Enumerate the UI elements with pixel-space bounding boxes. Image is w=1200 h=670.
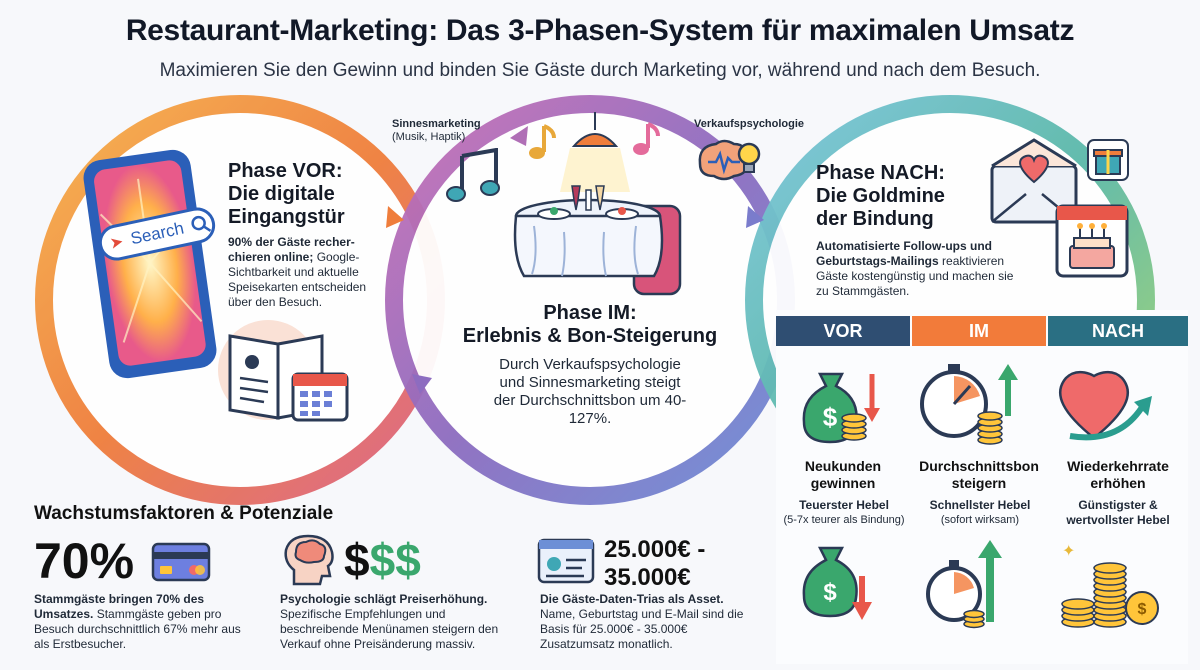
phase-nach-title-line-2: Die Goldmine xyxy=(816,185,945,207)
envelope-heart-icon xyxy=(990,138,1078,224)
stat-3-value-line-2: 35.000€ xyxy=(604,564,691,591)
svg-text:✦: ✦ xyxy=(1062,541,1075,560)
search-icon xyxy=(191,215,212,232)
phase-im-body: Durch Verkaufspsychologie und Sinnesmark… xyxy=(493,356,687,427)
tag-sinnesmarketing-sub: (Musik, Haptik) xyxy=(392,131,466,143)
money-bag-down-icon: $ xyxy=(802,546,872,620)
phase-vor-block: Phase VOR: Die digitale Eingangstür 90% … xyxy=(228,160,398,310)
phase-vor-title-line-2: Die digitale xyxy=(228,183,335,205)
lightbulb-icon xyxy=(737,142,761,173)
column-label-im: Durchschnittsbon steigern xyxy=(919,458,1039,491)
compass-icon: ➤ xyxy=(108,233,126,253)
phase-vor-body: 90% der Gäste recher-chieren online; Goo… xyxy=(228,235,388,310)
page-title: Restaurant-Marketing: Das 3-Phasen-Syste… xyxy=(125,14,1075,47)
svg-text:$: $ xyxy=(823,579,837,606)
stopwatch-up-icon xyxy=(926,540,1002,629)
phase-vor-body-rest: Google-Sichtbarkeit und aktuelle Speisek… xyxy=(228,250,367,309)
column-head-vor: VOR xyxy=(776,316,910,346)
credit-card-icon xyxy=(151,542,211,582)
brain-head-icon xyxy=(284,534,334,586)
stat-1-text: Stammgäste bringen 70% des Umsatzes. Sta… xyxy=(34,592,244,652)
dollar-glyph: $ xyxy=(344,534,370,586)
phase-im-title: Phase IM: Erlebnis & Bon-Steigerung xyxy=(450,302,730,348)
page-subtitle: Maximieren Sie den Gewinn und binden Sie… xyxy=(159,60,1041,81)
phase-nach-block: Phase NACH: Die Goldmine der Bindung Aut… xyxy=(816,162,1046,299)
growth-title: Wachstumsfaktoren & Potenziale xyxy=(34,503,334,524)
column-sub-vor: Teuerster Hebel (5-7x teurer als Bindung… xyxy=(776,498,912,528)
stat-1-value: 70% xyxy=(34,533,135,589)
search-bar: ➤ Search xyxy=(95,204,219,264)
tag-verkaufspsychologie: Verkaufspsychologie xyxy=(694,118,834,131)
money-bag-icon: $ xyxy=(802,372,880,444)
phase-im-title-line-2: Erlebnis & Bon-Steigerung xyxy=(462,325,718,347)
stopwatch-icon xyxy=(920,364,1018,445)
phase-vor-title-line-3: Eingangstür xyxy=(228,206,345,228)
dollar-glyph: $ xyxy=(369,534,396,586)
stat-3-bold: Die Gäste-Daten-Trias als Asset. xyxy=(540,592,724,606)
stat-2-value-text: $$$ xyxy=(344,534,421,586)
heart-arrow-icon xyxy=(1058,370,1152,441)
column-label-nach: Wiederkehrrate erhöhen xyxy=(1067,458,1169,491)
stat-1-rest: Stammgäste geben pro Besuch durchschnitt… xyxy=(34,607,241,651)
phase-nach-body-rest: reaktivieren Gäste kostengünstig und mac… xyxy=(816,254,1014,298)
lamp-icon xyxy=(560,112,630,192)
stat-3-text: Die Gäste-Daten-Trias als Asset. Name, G… xyxy=(540,592,754,652)
column-hebel-im: Schnellster Hebel xyxy=(929,498,1031,512)
birthday-cake-icon xyxy=(1055,204,1129,278)
stat-3-value-line-1: 25.000€ - xyxy=(604,536,706,563)
smartphone-icon xyxy=(83,149,217,379)
stat-2-text: Psychologie schlägt Preiserhöhung. Spezi… xyxy=(280,592,520,652)
column-head-nach: NACH xyxy=(1048,316,1188,346)
stat-2-rest: Spezifische Empfehlungen und beschreiben… xyxy=(280,607,499,651)
column-sub-nach: Günstigster & wertvollster Hebel xyxy=(1060,498,1176,528)
phase-nach-title-line-3: der Bindung xyxy=(816,208,934,230)
gift-icon xyxy=(1087,139,1129,181)
column-hebel-vor: Teuerster Hebel xyxy=(799,498,889,512)
music-note-icon xyxy=(446,148,500,202)
search-label: Search xyxy=(128,218,186,249)
phase-vor-title-line-1: Phase VOR: xyxy=(228,160,343,182)
stat-2-bold: Psychologie schlägt Preiserhöhung. xyxy=(280,592,488,606)
phase-nach-title-line-1: Phase NACH: xyxy=(816,162,945,184)
phase-nach-body-bold: Automatisierte Follow-ups und Geburtstag… xyxy=(816,239,992,268)
column-label-vor: Neukunden gewinnen xyxy=(804,458,882,491)
svg-text:$: $ xyxy=(823,402,838,432)
stat-3-rest: Name, Geburtstag und E-Mail sind die Bas… xyxy=(540,607,744,651)
stat-2-value: $$$ xyxy=(344,534,421,586)
dollar-glyph: $ xyxy=(395,534,421,586)
tag-verkaufspsychologie-title: Verkaufspsychologie xyxy=(694,118,805,130)
tag-sinnesmarketing-title: Sinnesmarketing xyxy=(392,118,481,130)
phase-im-title-line-1: Phase IM: xyxy=(543,302,637,324)
phase-vor-title: Phase VOR: Die digitale Eingangstür xyxy=(228,160,398,229)
music-note-small-icon xyxy=(529,124,556,159)
column-detail-vor: (5-7x teurer als Bindung) xyxy=(783,514,905,526)
dining-table-icon xyxy=(513,185,682,296)
stat-1-bold: Stammgäste bringen 70% des Umsatzes. xyxy=(34,592,205,621)
phase-im-block: Phase IM: Erlebnis & Bon-Steigerung Durc… xyxy=(450,302,730,428)
calendar-icon xyxy=(291,372,349,422)
phase-vor-body-bold: 90% der Gäste recher-chieren online; xyxy=(228,235,355,264)
stat-3-value: 25.000€ - 35.000€ xyxy=(604,536,705,592)
phase-nach-title: Phase NACH: Die Goldmine der Bindung xyxy=(816,162,1046,231)
column-sub-im: Schnellster Hebel (sofort wirksam) xyxy=(912,498,1048,528)
id-card-icon xyxy=(537,538,595,584)
coin-stack-icon: $ ✦ xyxy=(1061,541,1159,628)
column-head-im: IM xyxy=(912,316,1046,346)
phase-nach-body: Automatisierte Follow-ups und Geburtstag… xyxy=(816,239,1026,299)
svg-text:$: $ xyxy=(1138,601,1147,618)
column-hebel-nach: Günstigster & wertvollster Hebel xyxy=(1066,498,1170,527)
music-note-pink-icon xyxy=(633,122,660,155)
tag-sinnesmarketing: Sinnesmarketing (Musik, Haptik) xyxy=(392,118,502,144)
column-detail-im: (sofort wirksam) xyxy=(940,514,1020,526)
